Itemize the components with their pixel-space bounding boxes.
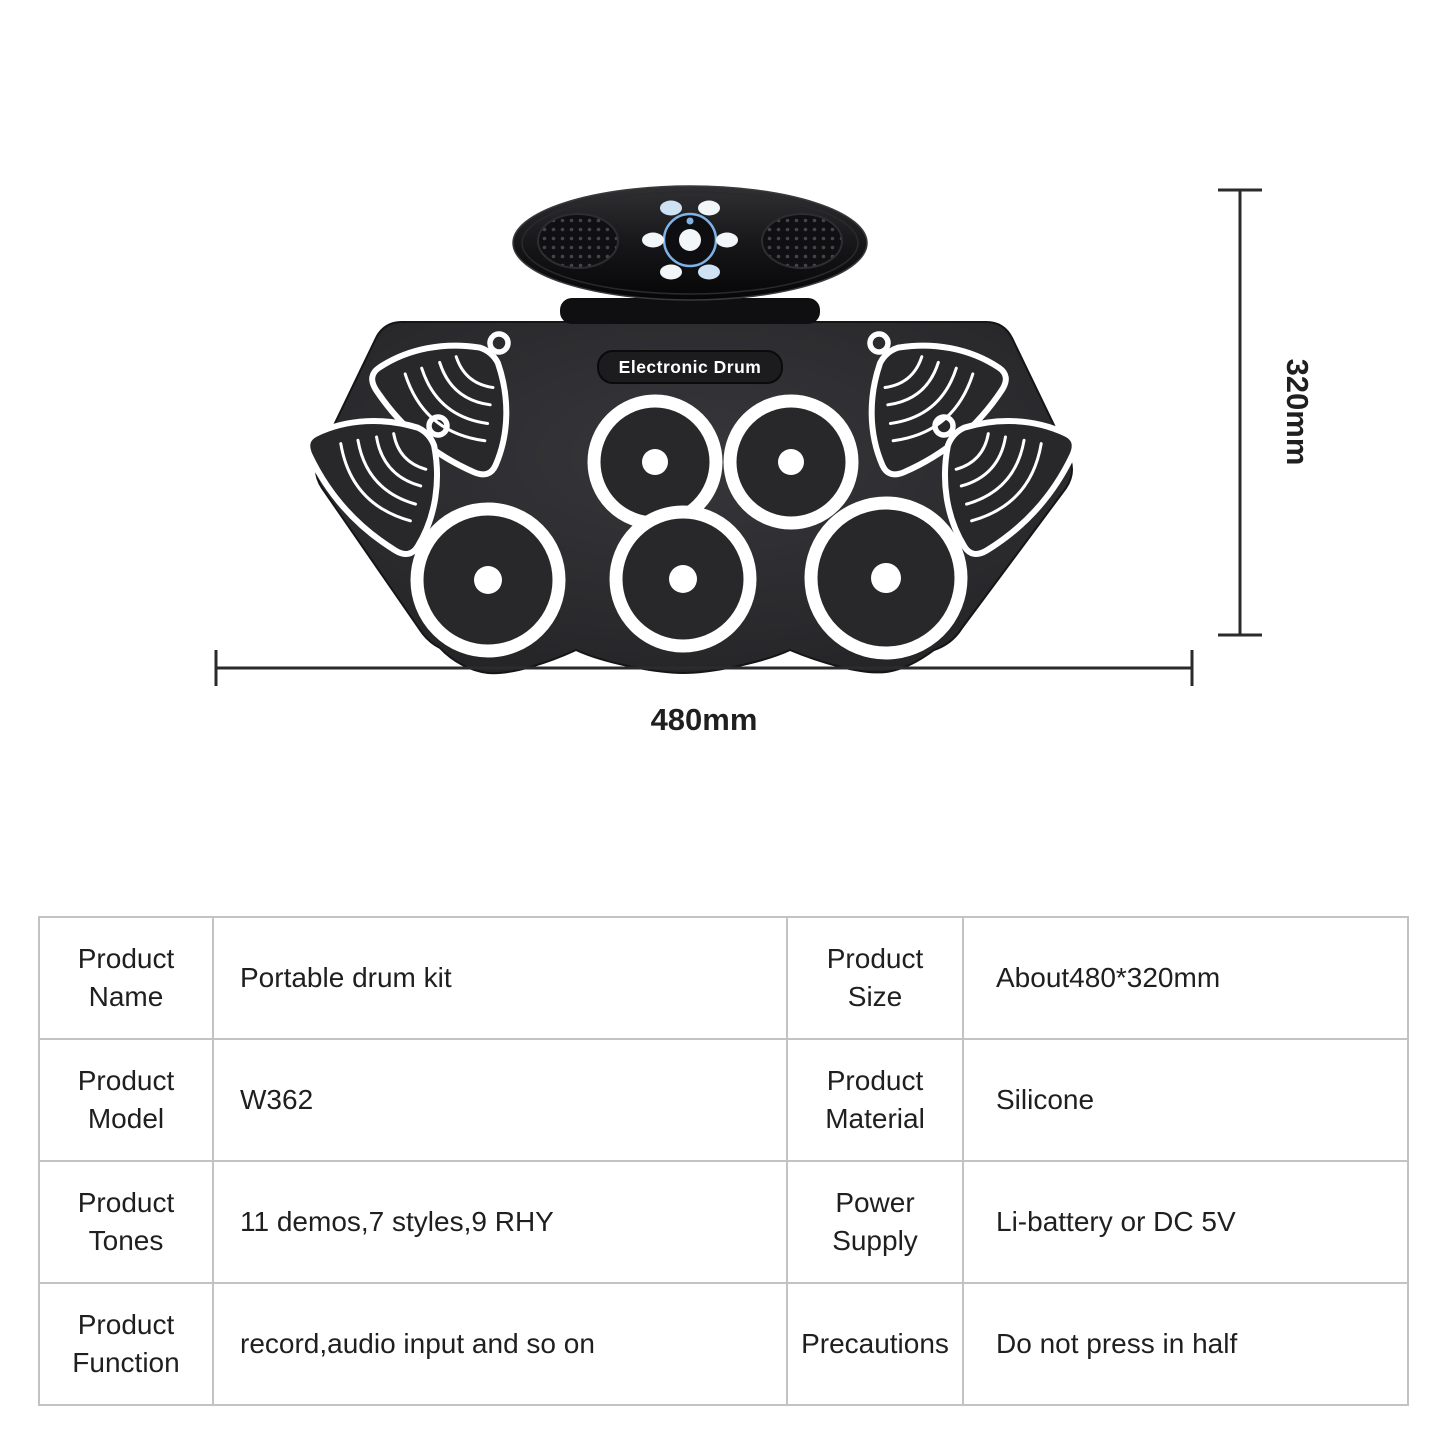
speaker-grille-right xyxy=(761,213,843,269)
spec-value-text: Silicone xyxy=(996,1084,1095,1115)
spec-value-product-function: record,audio input and so on xyxy=(214,1284,788,1406)
spec-value-text: Portable drum kit xyxy=(240,962,452,993)
drum-pad-bottom-left xyxy=(410,502,566,658)
spec-label-product-function: Product Function xyxy=(40,1284,214,1406)
spec-value-product-tones: 11 demos,7 styles,9 RHY xyxy=(214,1162,788,1284)
width-dimension: 480mm xyxy=(214,650,1194,737)
spec-value-product-name: Portable drum kit xyxy=(214,918,788,1040)
spec-value-text: Li-battery or DC 5V xyxy=(996,1206,1236,1237)
spec-label-power-supply: Power Supply xyxy=(788,1162,964,1284)
spec-value-product-size: About480*320mm xyxy=(964,918,1409,1040)
hinge-bar xyxy=(560,298,820,324)
brand-plate: Electronic Drum xyxy=(597,350,783,384)
spec-label-text: Power Supply xyxy=(832,1187,918,1256)
drum-kit-diagram: Electronic Drum xyxy=(214,185,1315,737)
spec-value-text: About480*320mm xyxy=(996,962,1221,993)
spec-label-text: Precautions xyxy=(801,1328,949,1360)
spec-label-text: Product Model xyxy=(77,1065,175,1134)
spec-value-text: W362 xyxy=(240,1084,314,1115)
height-dimension: 320mm xyxy=(1218,188,1315,637)
spec-label-text: Product Name xyxy=(77,943,175,1012)
spec-label-text: Product Material xyxy=(825,1065,925,1134)
control-button xyxy=(660,264,682,280)
spec-label-product-name: Product Name xyxy=(40,918,214,1040)
spec-table: Product Name Portable drum kit Product S… xyxy=(38,916,1409,1406)
spec-value-precautions: Do not press in half xyxy=(964,1284,1409,1406)
control-pod xyxy=(512,185,868,301)
spec-label-text: Product Function xyxy=(72,1309,180,1378)
spec-value-text: record,audio input and so on xyxy=(240,1328,595,1359)
product-illustration: Electronic Drum xyxy=(214,185,1315,737)
width-dimension-label: 480mm xyxy=(651,702,758,737)
drum-pad-bottom-center xyxy=(609,505,757,653)
spec-label-text: Product Size xyxy=(826,943,924,1012)
drum-pad-bottom-right xyxy=(804,496,968,660)
spec-value-power-supply: Li-battery or DC 5V xyxy=(964,1162,1409,1284)
spec-label-product-size: Product Size xyxy=(788,918,964,1040)
spec-label-product-tones: Product Tones xyxy=(40,1162,214,1284)
drum-pad-top-left xyxy=(587,394,723,530)
spec-label-product-material: Product Material xyxy=(788,1040,964,1162)
control-button xyxy=(698,264,720,280)
spec-value-text: 11 demos,7 styles,9 RHY xyxy=(240,1206,554,1237)
control-button xyxy=(642,232,664,248)
control-buttons-cluster xyxy=(642,200,738,280)
spec-label-text: Product Tones xyxy=(77,1187,175,1256)
spec-label-product-model: Product Model xyxy=(40,1040,214,1162)
drum-pad-top-right xyxy=(723,394,859,530)
device-label: Electronic Drum xyxy=(619,357,762,377)
height-dimension-label: 320mm xyxy=(1280,359,1315,466)
speaker-grille-left xyxy=(537,213,619,269)
power-led xyxy=(686,217,694,225)
spec-value-product-model: W362 xyxy=(214,1040,788,1162)
spec-value-text: Do not press in half xyxy=(996,1328,1238,1359)
control-button xyxy=(660,200,682,216)
spec-value-product-material: Silicone xyxy=(964,1040,1409,1162)
control-button xyxy=(716,232,738,248)
spec-label-precautions: Precautions xyxy=(788,1284,964,1406)
control-button xyxy=(698,200,720,216)
